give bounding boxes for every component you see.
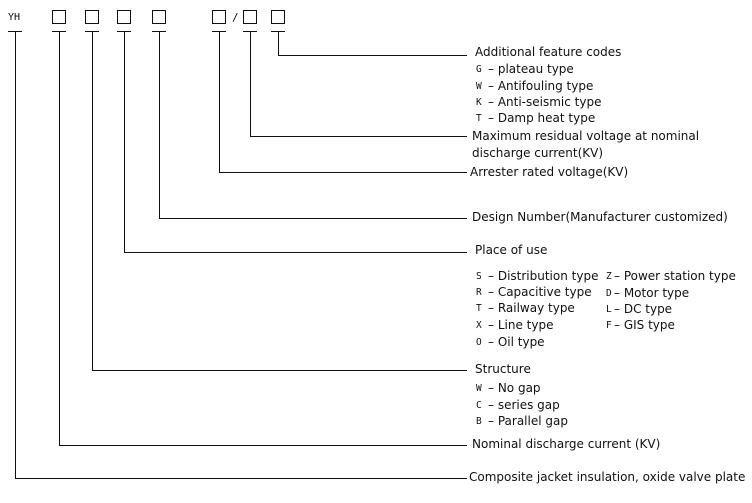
leader-feature bbox=[278, 31, 467, 56]
separator-slash: / bbox=[232, 11, 239, 24]
place-desc: – Distribution type bbox=[488, 269, 599, 283]
feature-code: T bbox=[476, 113, 482, 124]
rated-title: Arrester rated voltage(KV) bbox=[470, 165, 629, 179]
place-desc: – Railway type bbox=[488, 301, 575, 315]
place-desc: – Capacitive type bbox=[488, 285, 592, 299]
feature-desc: – Anti-seismic type bbox=[488, 95, 602, 109]
leader-rated bbox=[219, 31, 467, 173]
place-code: S bbox=[476, 271, 482, 282]
place-desc: – DC type bbox=[614, 302, 673, 316]
place-desc: – Oil type bbox=[488, 335, 545, 349]
feature-code: W bbox=[476, 81, 482, 92]
design-title: Design Number(Manufacturer customized) bbox=[472, 210, 728, 224]
structure-code: B bbox=[476, 416, 482, 427]
residual-title-line1: Maximum residual voltage at nominal bbox=[472, 129, 700, 143]
box-design bbox=[152, 10, 166, 24]
place-code: X bbox=[476, 320, 482, 331]
feature-code: G bbox=[476, 64, 482, 75]
feature-desc: – plateau type bbox=[488, 62, 574, 76]
structure-code: C bbox=[476, 400, 482, 411]
box-place bbox=[117, 10, 131, 24]
place-desc: – Motor type bbox=[614, 286, 690, 300]
structure-code: W bbox=[476, 383, 482, 394]
leader-place bbox=[124, 31, 467, 253]
place-code: R bbox=[476, 287, 482, 298]
box-residual bbox=[243, 10, 257, 24]
structure-desc: – series gap bbox=[488, 398, 560, 412]
leader-residual bbox=[250, 31, 467, 137]
structure-title: Structure bbox=[475, 362, 531, 376]
leader-structure bbox=[92, 31, 467, 371]
place-title: Place of use bbox=[475, 243, 548, 257]
box-current bbox=[52, 10, 66, 24]
place-code: Z bbox=[606, 271, 612, 282]
leader-insulation bbox=[15, 31, 467, 479]
place-desc: – GIS type bbox=[614, 318, 675, 332]
place-code: O bbox=[476, 337, 482, 348]
box-rated bbox=[212, 10, 226, 24]
box-feature bbox=[271, 10, 285, 24]
place-code: F bbox=[606, 320, 612, 331]
prefix-label: YH bbox=[8, 12, 21, 23]
leader-design bbox=[159, 31, 467, 219]
feature-desc: – Antifouling type bbox=[488, 79, 594, 93]
place-desc: – Power station type bbox=[614, 269, 736, 283]
current-title: Nominal discharge current (KV) bbox=[472, 437, 661, 451]
insulation-title: Composite jacket insulation, oxide valve… bbox=[469, 470, 746, 484]
feature-title: Additional feature codes bbox=[475, 45, 622, 59]
structure-desc: – No gap bbox=[488, 381, 541, 395]
place-code: L bbox=[606, 304, 612, 315]
place-code: T bbox=[476, 303, 482, 314]
residual-title-line2: discharge current(KV) bbox=[472, 146, 604, 160]
place-desc: – Line type bbox=[488, 318, 554, 332]
place-code: D bbox=[606, 288, 612, 299]
feature-desc: – Damp heat type bbox=[488, 111, 596, 125]
structure-desc: – Parallel gap bbox=[488, 414, 568, 428]
box-structure bbox=[85, 10, 99, 24]
leader-current bbox=[59, 31, 467, 446]
feature-code: K bbox=[476, 97, 482, 108]
